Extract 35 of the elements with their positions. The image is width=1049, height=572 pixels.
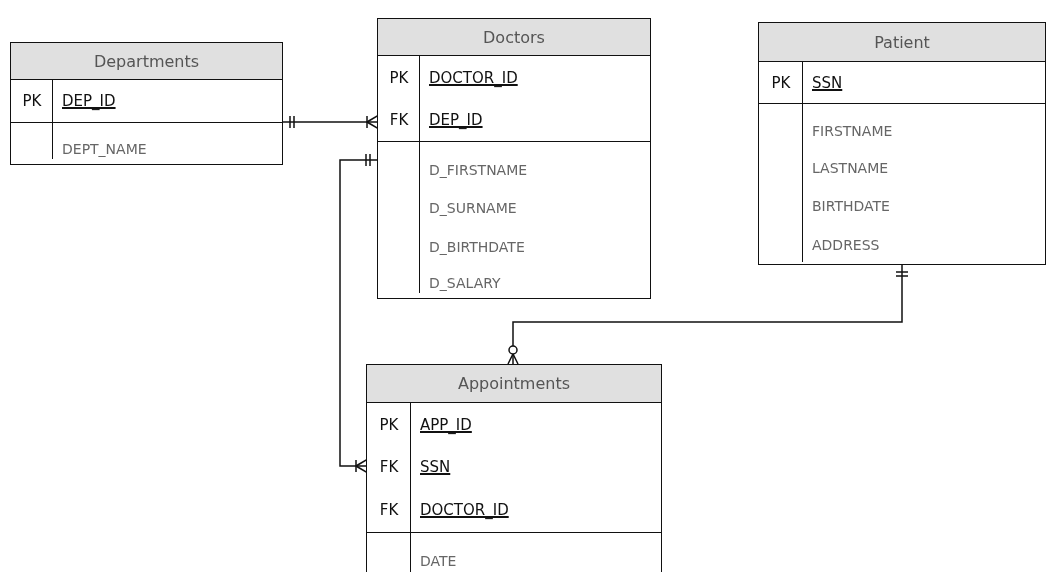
key-field: SSN [812, 73, 843, 92]
attribute-name: ADDRESS [812, 227, 880, 263]
key-field: SSN [420, 458, 451, 476]
key-field: DEP_ID [62, 92, 116, 110]
entity-table [758, 22, 1046, 265]
attribute-name: BIRTHDATE [812, 188, 890, 224]
attribute-name: D_SURNAME [429, 190, 517, 226]
attribute-name: DEPT_NAME [62, 131, 147, 167]
key-label: PK [21, 92, 43, 110]
key-label: FK [388, 111, 410, 129]
key-field: APP_ID [420, 416, 472, 434]
key-field: DOCTOR_ID [420, 500, 509, 519]
key-label: FK [378, 458, 400, 476]
table-header: Departments [11, 43, 282, 80]
key-label: PK [770, 73, 792, 92]
attribute-name: FIRSTNAME [812, 113, 893, 149]
attribute-name: LASTNAME [812, 150, 889, 186]
attribute-name: D_BIRTHDATE [429, 229, 525, 265]
key-label: PK [388, 68, 410, 87]
relationship-line [507, 264, 908, 365]
key-field: DOCTOR_ID [429, 68, 518, 87]
key-field: DEP_ID [429, 111, 483, 129]
key-label: PK [378, 416, 400, 434]
relationship-line [339, 154, 378, 473]
table-header: Doctors [378, 19, 650, 56]
relationship-line [282, 115, 378, 129]
attribute-name: D_FIRSTNAME [429, 152, 528, 188]
table-header: Appointments [367, 365, 661, 403]
entity-table [366, 364, 662, 572]
entity-table [377, 18, 651, 299]
attribute-name: DATE [420, 543, 457, 572]
entity-table [10, 42, 283, 165]
table-header: Patient [759, 23, 1045, 62]
key-label: FK [378, 500, 400, 519]
attribute-name: D_SALARY [429, 266, 501, 300]
